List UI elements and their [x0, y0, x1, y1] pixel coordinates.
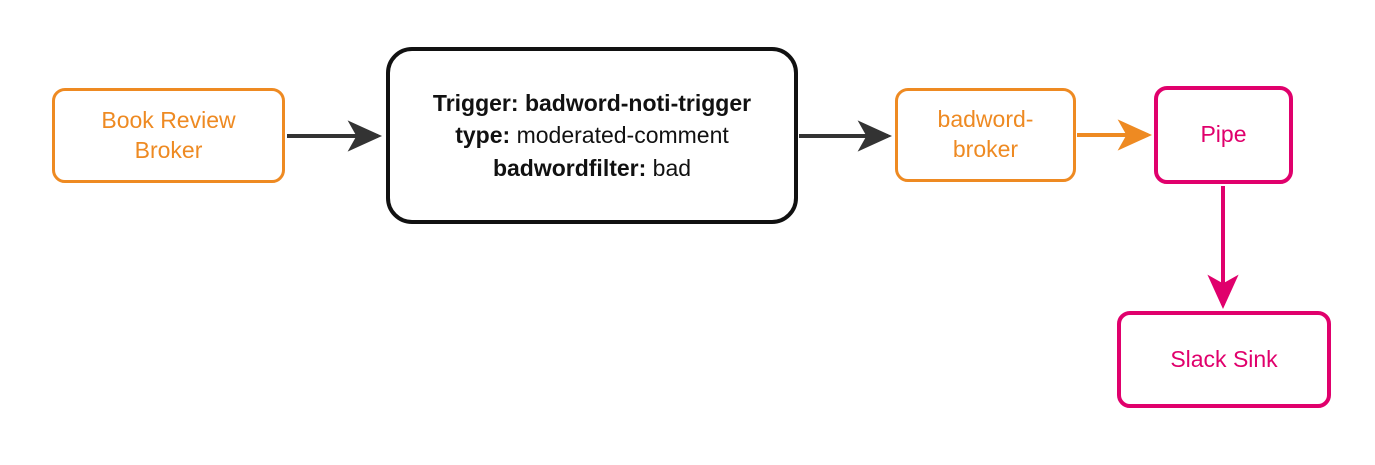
node-slack-sink-label: Slack Sink [1170, 345, 1277, 375]
node-label-line: Book Review [101, 106, 236, 133]
node-label-line: Broker [134, 136, 203, 163]
node-badword-broker-label: badword- broker [938, 105, 1034, 165]
node-pipe[interactable]: Pipe [1154, 86, 1293, 184]
trigger-row-badwordfilter: badwordfilter: bad [493, 152, 691, 185]
trigger-row-trigger: Trigger: badword-noti-trigger [433, 87, 751, 120]
trigger-row-value: bad [652, 154, 692, 181]
node-label-line: badword- [937, 106, 1034, 133]
trigger-row-type: type: moderated-comment [455, 119, 729, 152]
trigger-row-value: moderated-comment [516, 122, 729, 149]
node-label-line: Pipe [1200, 121, 1247, 148]
trigger-row-label: type [455, 122, 503, 149]
node-badword-noti-trigger[interactable]: Trigger: badword-noti-trigger type: mode… [386, 47, 798, 224]
node-label-line: Slack Sink [1170, 345, 1278, 372]
node-badword-broker[interactable]: badword- broker [895, 88, 1076, 182]
trigger-row-value: badword-noti-trigger [524, 89, 752, 116]
trigger-row-separator: : [502, 122, 511, 149]
trigger-row-label: Trigger: [432, 89, 519, 116]
node-book-review-broker-label: Book Review Broker [101, 106, 235, 166]
node-pipe-label: Pipe [1200, 120, 1246, 150]
node-book-review-broker[interactable]: Book Review Broker [52, 88, 285, 183]
trigger-row-separator: : [638, 154, 647, 181]
trigger-row-label: badwordfilter [492, 154, 639, 181]
node-slack-sink[interactable]: Slack Sink [1117, 311, 1331, 408]
node-label-line: broker [952, 136, 1019, 162]
